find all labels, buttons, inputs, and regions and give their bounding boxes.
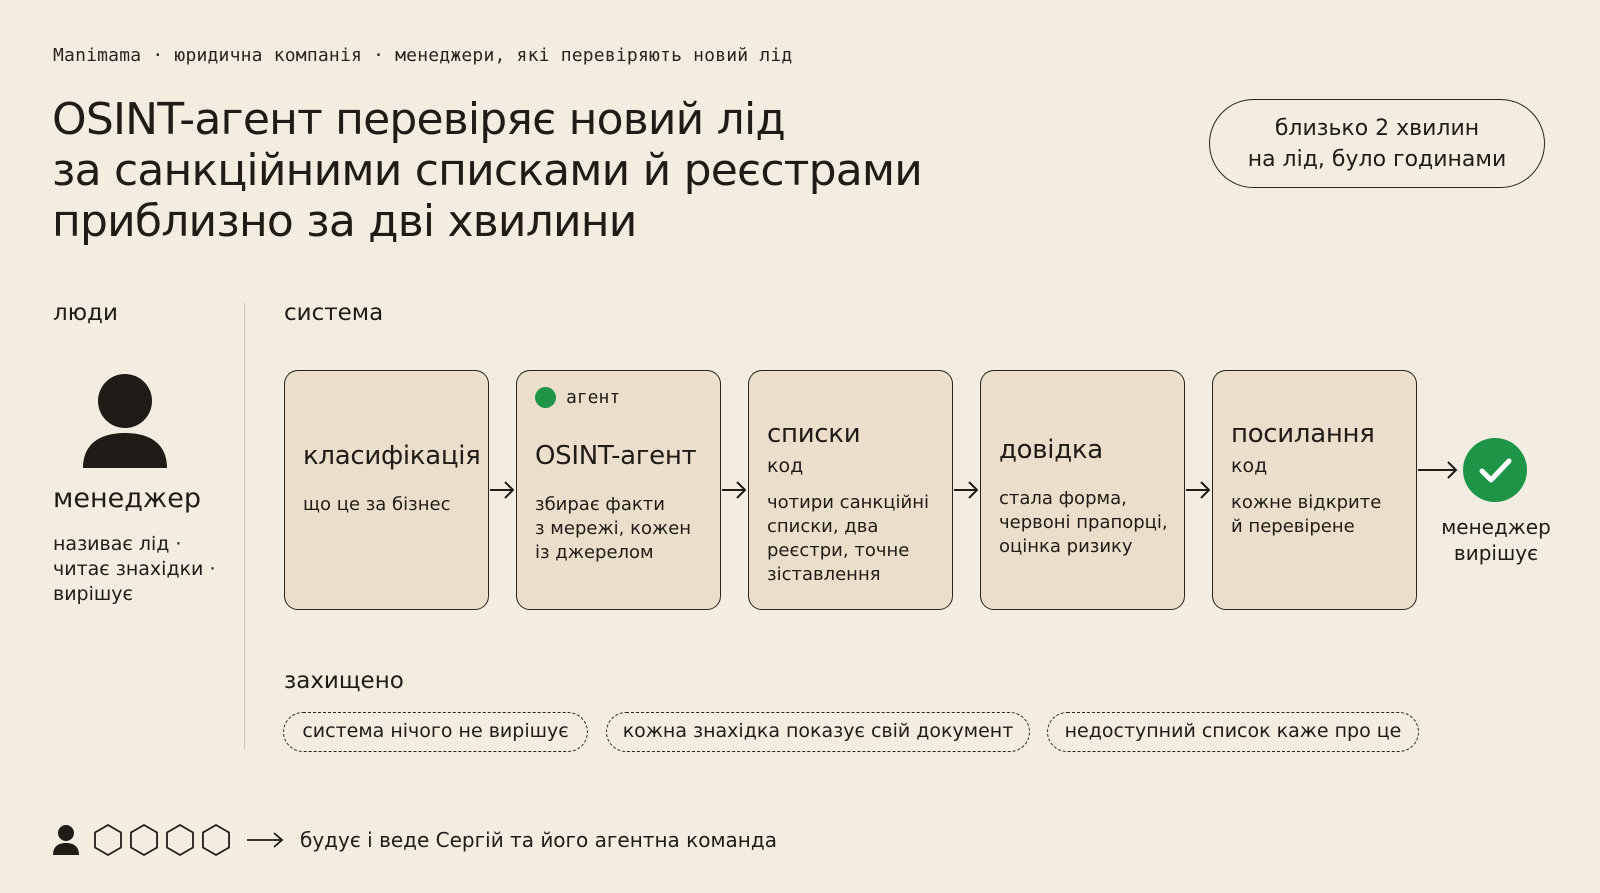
person-name: менеджер	[53, 483, 201, 514]
headline-line-1: OSINT-агент перевіряє новий лід	[52, 94, 786, 145]
stage-description: стала форма, червоні прапорці, оцінка ри…	[999, 487, 1168, 559]
arrow-right-icon	[1418, 461, 1458, 479]
protected-label: захищено	[284, 668, 404, 694]
stage-card-classification: класифікація що це за бізнес	[284, 370, 489, 610]
headline: OSINT-агент перевіряє новий лід за санкц…	[52, 94, 923, 247]
stage-card-osint-agent: агент OSINT-агент збирає факти з мережі,…	[516, 370, 721, 610]
lane-divider	[244, 303, 245, 750]
outcome-line-1: менеджер	[1441, 515, 1551, 539]
person-desc-line-1: називає лід ·	[53, 533, 182, 555]
headline-line-3: приблизно за дві хвилини	[52, 196, 637, 247]
protected-tag: система нічого не вирішує	[283, 712, 588, 752]
stage-desc-line: зіставлення	[767, 564, 881, 585]
arrow-right-icon	[1186, 481, 1211, 499]
stage-subtitle: код	[1231, 455, 1268, 477]
lane-label-people: люди	[53, 300, 118, 326]
stage-desc-line: реєстри, точне	[767, 540, 910, 561]
arrow-right-icon	[954, 481, 979, 499]
hexagon-icon	[130, 823, 158, 857]
stage-title: довідка	[999, 435, 1103, 465]
stage-title: класифікація	[303, 441, 481, 471]
hexagon-icon	[202, 823, 230, 857]
hexagon-icon	[94, 823, 122, 857]
stage-desc-line: збирає факти	[535, 494, 665, 515]
agent-badge-label: агент	[566, 387, 621, 408]
stage-desc-line: й перевірене	[1231, 516, 1355, 537]
team-icons	[52, 822, 286, 858]
stage-card-report: довідка стала форма, червоні прапорці, о…	[980, 370, 1185, 610]
stage-desc-line: червоні прапорці,	[999, 512, 1168, 533]
protected-tag: кожна знахідка показує свій документ	[606, 712, 1030, 752]
time-badge-line-1: близько 2 хвилин	[1274, 115, 1480, 141]
stage-desc-line: що це за бізнес	[303, 494, 451, 515]
person-description: називає лід · читає знахідки · вирішує	[53, 532, 233, 607]
footer-text: будує і веде Сергій та його агентна кома…	[300, 828, 777, 852]
protected-tag: недоступний список каже про це	[1047, 712, 1419, 752]
stage-desc-line: оцінка ризику	[999, 536, 1133, 557]
arrow-right-icon	[722, 481, 747, 499]
stage-description: що це за бізнес	[303, 493, 470, 517]
stage-desc-line: кожне відкрите	[1231, 492, 1382, 513]
arrow-right-icon	[490, 481, 515, 499]
stage-title: OSINT-агент	[535, 441, 697, 471]
person-desc-line-3: вирішує	[53, 583, 133, 605]
stage-desc-line: із джерелом	[535, 542, 654, 563]
stage-subtitle: код	[767, 455, 804, 477]
person-desc-line-2: читає знахідки ·	[53, 558, 216, 580]
lane-label-system: система	[284, 300, 384, 326]
time-badge-line-2: на лід, було годинами	[1247, 146, 1507, 172]
arrow-right-icon	[247, 832, 284, 848]
stage-desc-line: списки, два	[767, 516, 879, 537]
stage-card-lists: списки код чотири санкційні списки, два …	[748, 370, 953, 610]
stage-description: чотири санкційні списки, два реєстри, то…	[767, 491, 934, 587]
stage-card-links: посилання код кожне відкрите й перевірен…	[1212, 370, 1417, 610]
outcome-line-2: вирішує	[1453, 541, 1539, 565]
time-badge: близько 2 хвилин на лід, було годинами	[1209, 99, 1545, 188]
stage-desc-line: з мережі, кожен	[535, 518, 692, 539]
person-icon	[53, 825, 79, 855]
hexagon-icon	[166, 823, 194, 857]
stage-title: посилання	[1231, 419, 1375, 449]
check-icon	[1463, 438, 1527, 502]
footer: будує і веде Сергій та його агентна кома…	[52, 822, 777, 858]
stage-description: кожне відкрите й перевірене	[1231, 491, 1398, 539]
stage-description: збирає факти з мережі, кожен із джерелом	[535, 493, 702, 565]
stage-title: списки	[767, 419, 861, 449]
person-icon	[83, 374, 167, 468]
green-dot-icon	[535, 387, 556, 408]
outcome-label: менеджер вирішує	[1434, 514, 1558, 566]
agent-badge: агент	[535, 387, 620, 408]
stage-desc-line: стала форма,	[999, 488, 1127, 509]
headline-line-2: за санкційними списками й реєстрами	[52, 145, 923, 196]
stage-desc-line: чотири санкційні	[767, 492, 929, 513]
eyebrow: Manimama · юридична компанія · менеджери…	[53, 45, 793, 66]
